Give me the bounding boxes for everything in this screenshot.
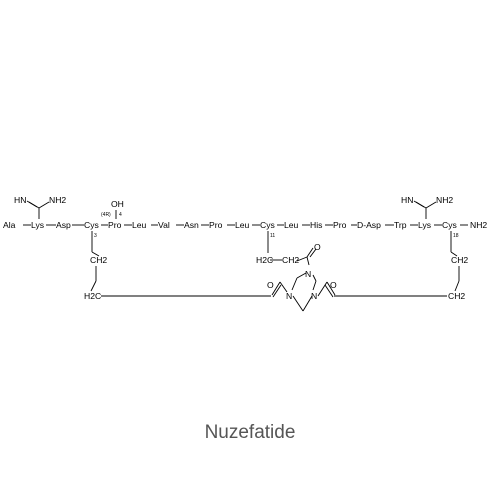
carbonyl-o-left: O (267, 280, 274, 290)
ch2-left-lower: H2C (84, 291, 101, 301)
carbonyl-o-top: O (314, 242, 321, 252)
amidino-group-right (413, 200, 437, 219)
residue-leu-3: Leu (284, 220, 299, 230)
residue-cys-11: Cys (260, 220, 275, 230)
amino-label-right: NH2 (436, 195, 453, 205)
stereo-label: (4R) (101, 212, 111, 218)
cys-side-chain-left (90, 231, 100, 292)
amidino-group-left (26, 200, 50, 219)
triazinane-linker (101, 247, 447, 312)
imino-label-right: HN (401, 195, 413, 205)
residue-cys-18: Cys (442, 220, 457, 230)
position-label: 4 (119, 212, 122, 218)
ch2-right-lower: CH2 (448, 291, 465, 301)
ch2-middle-right: CH2 (282, 255, 299, 265)
cys-position-18: 18 (453, 233, 459, 239)
residue-his: His (310, 220, 322, 230)
residue-asn: Asn (184, 220, 199, 230)
compound-name: Nuzefatide (204, 422, 296, 443)
residue-pro-3: Pro (333, 220, 347, 230)
residue-asp: Asp (56, 220, 71, 230)
carbonyl-o-right: O (330, 280, 337, 290)
ring-n-top: N (305, 269, 311, 279)
residue-d-asp: D-Asp (357, 220, 381, 230)
imino-label-left: HN (14, 195, 26, 205)
ch2-middle-left: H2C (256, 255, 273, 265)
residue-trp: Trp (394, 220, 407, 230)
ch2-left-upper: CH2 (90, 255, 107, 265)
peptide-chain: Ala Lys Asp Cys Pro Leu Val Asn Pro Leu … (3, 220, 487, 230)
residue-leu-1: Leu (132, 220, 147, 230)
residue-cys-3: Cys (84, 220, 99, 230)
ch2-right-upper: CH2 (451, 255, 468, 265)
residue-lys-1: Lys (31, 220, 44, 230)
amino-label-left: NH2 (49, 195, 66, 205)
hydroxy-label: OH (111, 199, 124, 209)
residue-val: Val (158, 220, 170, 230)
residue-pro-1: Pro (108, 220, 122, 230)
cys-side-chain-right (450, 231, 460, 292)
c-terminal-amide: NH2 (470, 220, 487, 230)
residue-ala: Ala (3, 220, 16, 230)
ring-n-left: N (286, 291, 292, 301)
residue-lys-2: Lys (418, 220, 431, 230)
cys-position-11: 11 (270, 233, 275, 239)
cys-position-3: 3 (94, 233, 97, 239)
residue-pro-2: Pro (209, 220, 223, 230)
ring-n-right: N (311, 291, 317, 301)
residue-leu-2: Leu (235, 220, 250, 230)
